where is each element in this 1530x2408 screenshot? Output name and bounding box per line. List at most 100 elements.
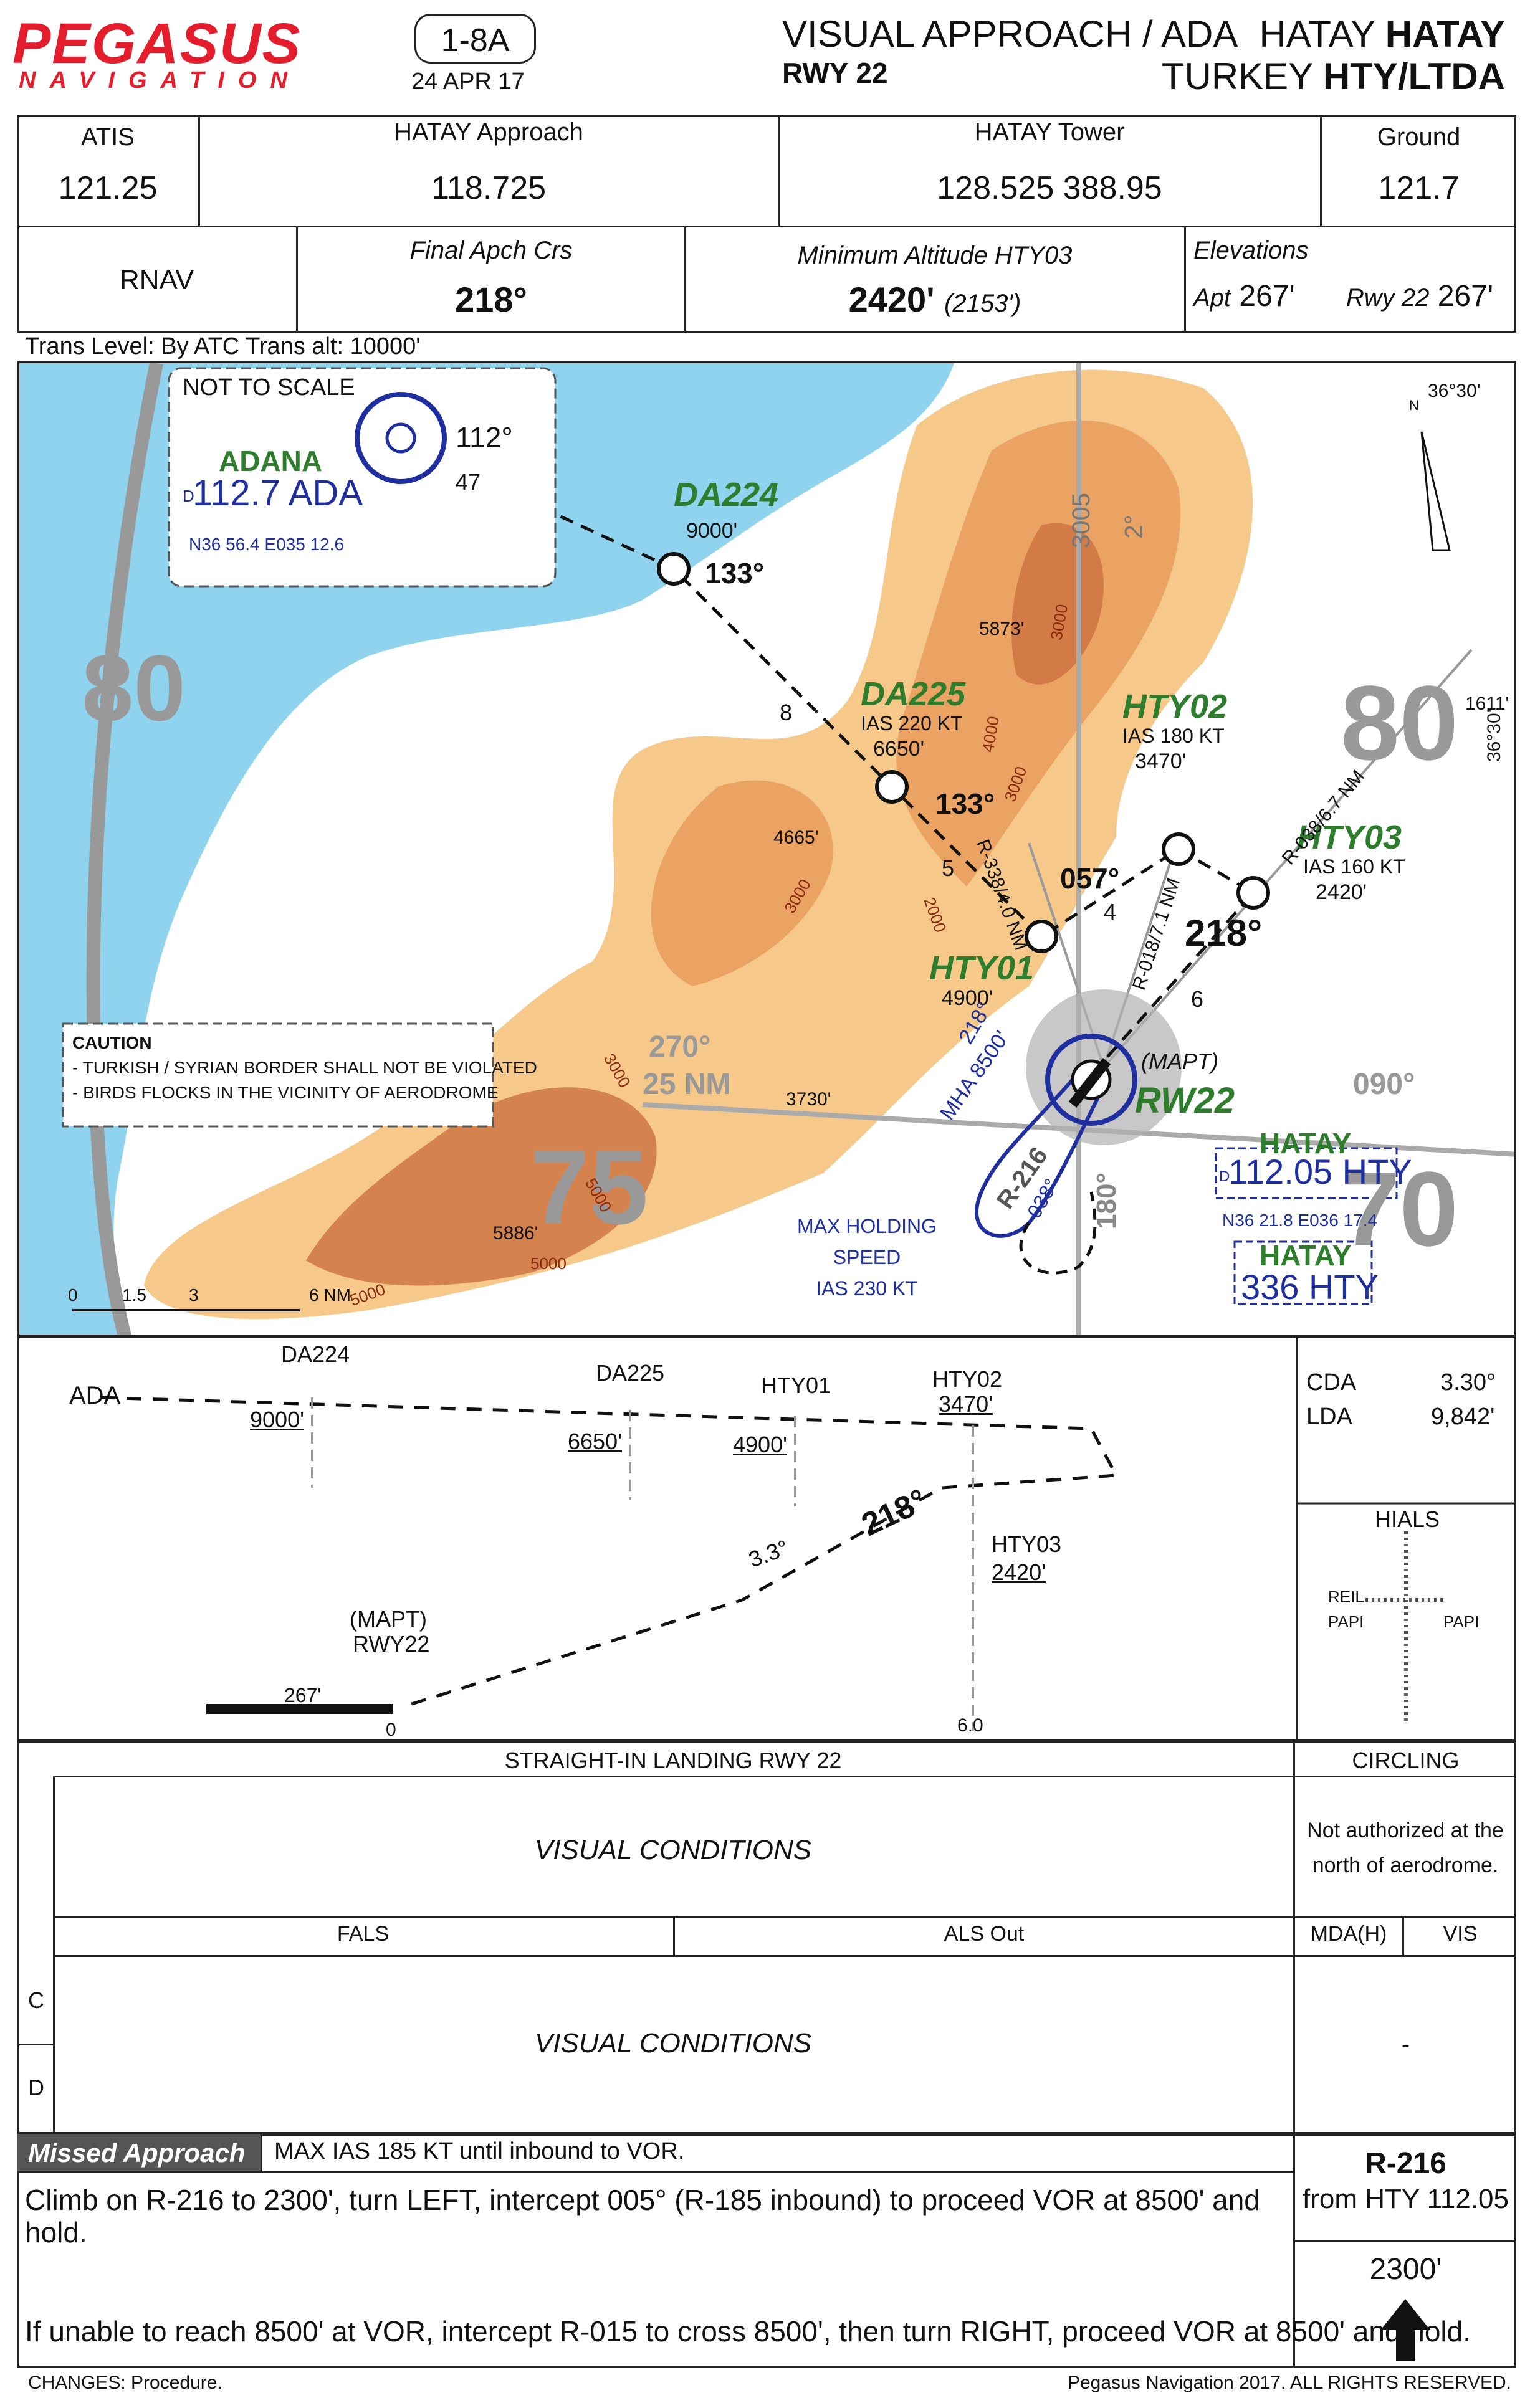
hty02-ias: IAS 180 KT xyxy=(1122,725,1225,747)
chart-runway: RWY 22 xyxy=(782,57,888,89)
min-alt-value: 2420' (2153') xyxy=(686,279,1184,320)
da224-alt: 9000' xyxy=(686,519,738,543)
circling-dash: - xyxy=(1401,2031,1410,2058)
fix-label-hty03: HTY03 xyxy=(1297,819,1402,856)
hatay-vor-symbol xyxy=(1045,1034,1137,1126)
scale-0: 0 xyxy=(68,1285,78,1305)
apt-elev: Apt 267' xyxy=(1193,279,1295,313)
profile-da224-alt: 9000' xyxy=(250,1407,304,1432)
inset-box xyxy=(168,367,557,588)
airport-name: HATAY xyxy=(1385,13,1505,55)
visual-conditions-1: VISUAL CONDITIONS xyxy=(534,1835,812,1865)
hials-label: HIALS xyxy=(1375,1506,1440,1532)
adana-name: ADANA xyxy=(219,445,323,477)
ndb-box xyxy=(1233,1240,1373,1305)
profile-ada: ADA xyxy=(69,1382,121,1409)
rwy-elev: Rwy 22 267' xyxy=(1346,279,1493,313)
max-holding-1: MAX HOLDING xyxy=(796,1215,937,1237)
missed-approach-box xyxy=(17,2134,1516,2368)
rwy-label: Rwy 22 xyxy=(1346,284,1430,312)
course-057: 057° xyxy=(1060,862,1120,895)
apt-label: Apt xyxy=(1193,284,1231,312)
country: TURKEY xyxy=(1161,55,1313,97)
adana-vor-dot xyxy=(385,422,416,454)
grid-mora-80b: 80 xyxy=(1341,664,1459,783)
profile-mapt: (MAPT) xyxy=(350,1606,427,1632)
chart-title: VISUAL APPROACH / ADA xyxy=(782,13,1238,55)
profile-hty03-alt: 2420' xyxy=(992,1559,1046,1585)
spot-3730: 3730' xyxy=(786,1089,831,1110)
caution-1: - TURKISH / SYRIAN BORDER SHALL NOT BE V… xyxy=(72,1058,537,1077)
cda-value: 3.30° xyxy=(1440,1369,1496,1396)
plan-view: 80 80 75 70 NOT TO SCALE ADANA D 112.7 A… xyxy=(17,361,1516,1336)
profile-svg xyxy=(100,1338,1515,1740)
profile-rwy22: RWY22 xyxy=(353,1631,430,1657)
icao-code: HTY/LTDA xyxy=(1322,55,1505,97)
grid-mora-70: 70 xyxy=(1341,1150,1459,1268)
cda-label: CDA xyxy=(1306,1369,1357,1396)
final-crs-label: Final Apch Crs xyxy=(409,237,573,264)
dist-25nm: 25 NM xyxy=(643,1068,731,1101)
bearing-012: 2° xyxy=(1120,515,1148,539)
minima-table xyxy=(17,1741,1516,2134)
da225-alt: 6650' xyxy=(873,737,925,761)
mda-header: MDA(H) xyxy=(1310,1922,1387,1946)
lat-right: 36°30' xyxy=(1484,709,1504,762)
hty03-alt: 2420' xyxy=(1316,880,1367,904)
course-133b: 133° xyxy=(935,788,995,820)
max-holding-3: IAS 230 KT xyxy=(816,1277,918,1300)
tower-label: HATAY Tower xyxy=(974,118,1125,146)
profile-dist-6: 6.0 xyxy=(957,1715,983,1736)
fix-hty02 xyxy=(1162,832,1195,866)
adana-d: D xyxy=(183,487,194,505)
missed-alt: 2300' xyxy=(1369,2253,1442,2286)
dist-5: 5 xyxy=(942,855,955,881)
lda-label: LDA xyxy=(1306,1404,1352,1430)
circling-header: CIRCLING xyxy=(1352,1748,1460,1773)
fix-da225 xyxy=(875,770,909,804)
hatay-ndb-name: HATAY xyxy=(1260,1239,1352,1272)
hatay-vor-coord: N36 21.8 E036 17.4 xyxy=(1222,1211,1378,1230)
caution-box xyxy=(62,1022,494,1128)
profile-hty01: HTY01 xyxy=(761,1373,831,1398)
course-218: 218° xyxy=(1185,912,1263,954)
profile-da225-alt: 6650' xyxy=(568,1429,622,1454)
mapt-label: (MAPT) xyxy=(1141,1049,1218,1074)
fix-label-hty01: HTY01 xyxy=(929,949,1035,987)
city-name: HATAY xyxy=(1259,13,1375,55)
lda-value: 9,842' xyxy=(1431,1404,1495,1430)
missed-from: from HTY 112.05 xyxy=(1303,2184,1509,2214)
airport-city: HATAY HATAY xyxy=(1259,12,1505,55)
cat-c: C xyxy=(28,1987,44,2013)
atis-label: ATIS xyxy=(81,123,135,151)
missed-radial: R-216 xyxy=(1365,2147,1446,2180)
papi-right: PAPI xyxy=(1443,1612,1480,1631)
radial-038 xyxy=(1102,649,1473,1068)
ground-freq: 121.7 xyxy=(1378,170,1460,206)
north-arrow xyxy=(1420,431,1451,551)
elev-label: Elevations xyxy=(1193,237,1309,264)
runway-22 xyxy=(1068,1058,1111,1108)
airport-ident: TURKEY HTY/LTDA xyxy=(1162,55,1505,98)
min-alt-altitude: 2420' xyxy=(848,280,935,319)
tower-freq: 128.525 388.95 xyxy=(937,170,1162,206)
missed-text-1: Climb on R-216 to 2300', turn LEFT, inte… xyxy=(25,2184,1260,2249)
profile-hty01-alt: 4900' xyxy=(733,1432,787,1457)
dist-47: 47 xyxy=(456,469,481,495)
dist-4: 4 xyxy=(1104,899,1117,925)
missed-track xyxy=(1019,1191,1097,1275)
missed-speed: MAX IAS 185 KT until inbound to VOR. xyxy=(274,2138,685,2164)
spot-5873: 5873' xyxy=(979,619,1025,639)
profile-view: ADA DA224 9000' DA225 6650' HTY01 4900' … xyxy=(17,1336,1516,1741)
max-holding: MAX HOLDING SPEED IAS 230 KT xyxy=(786,1211,948,1304)
papi-left: PAPI xyxy=(1328,1612,1364,1631)
profile-hty03: HTY03 xyxy=(992,1531,1062,1557)
apt-value: 267' xyxy=(1239,280,1295,313)
footer-copyright: Pegasus Navigation 2017. ALL RIGHTS RESE… xyxy=(1067,2372,1511,2393)
hty02-alt: 3470' xyxy=(1135,750,1187,773)
footer-changes: CHANGES: Procedure. xyxy=(28,2372,222,2393)
scale-6: 6 NM xyxy=(309,1285,351,1305)
missed-label-bg xyxy=(17,2134,261,2171)
profile-da224: DA224 xyxy=(281,1341,350,1367)
min-alt-label: Minimum Altitude HTY03 xyxy=(797,242,1073,269)
